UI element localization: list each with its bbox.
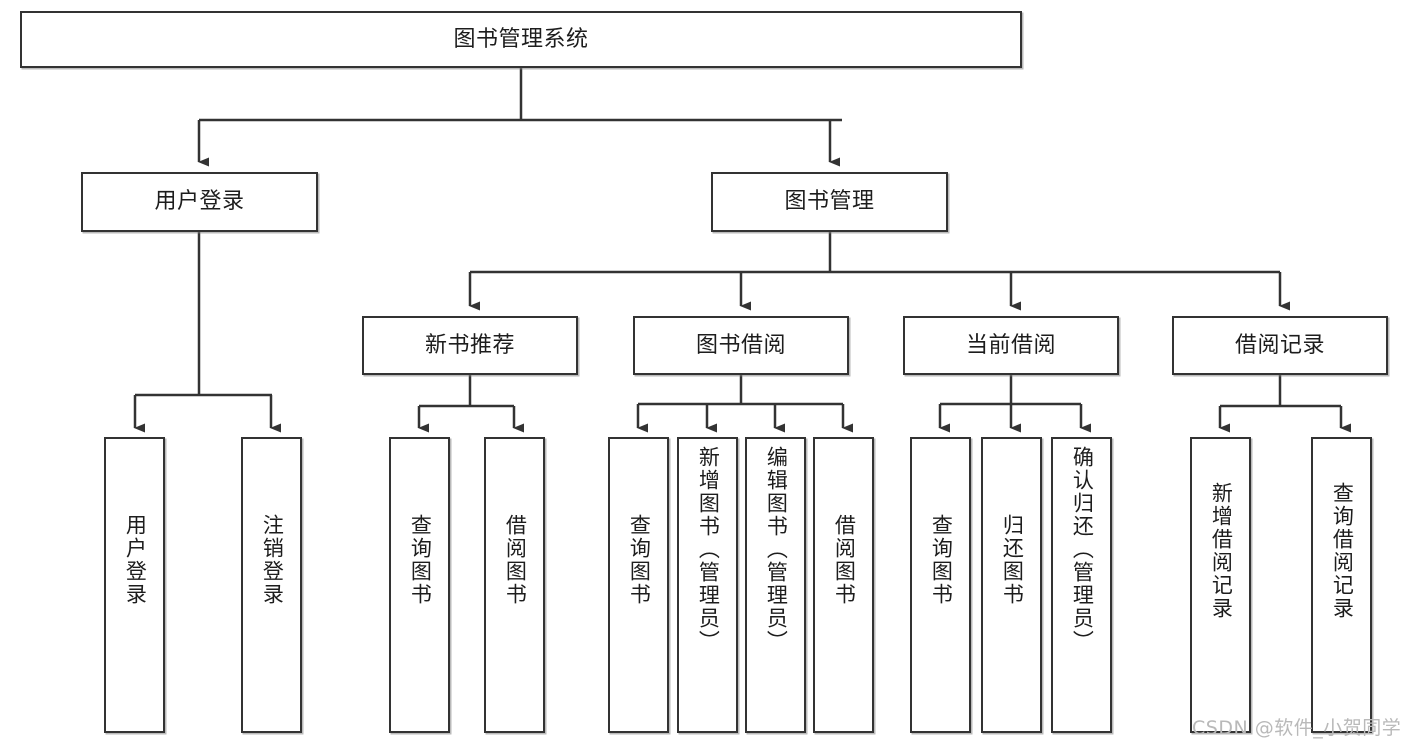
node-leaf-query-book-2[interactable]: 查询图书 <box>608 437 669 733</box>
node-leaf-edit-book-admin-label: 编辑图书（管理员） <box>764 446 789 653</box>
node-user-login-label: 用户登录 <box>154 189 245 215</box>
node-leaf-borrow-book-2-label: 借阅图书 <box>832 514 857 606</box>
node-leaf-query-book-3-label: 查询图书 <box>929 514 954 606</box>
node-leaf-add-borrow-record-label: 新增借阅记录 <box>1209 482 1234 620</box>
node-root[interactable]: 图书管理系统 <box>20 11 1022 68</box>
node-leaf-logout-login-label: 注销登录 <box>260 514 285 606</box>
node-book-manage[interactable]: 图书管理 <box>711 172 948 232</box>
node-leaf-query-borrow-record-label: 查询借阅记录 <box>1330 482 1355 620</box>
node-leaf-query-book-3[interactable]: 查询图书 <box>910 437 971 733</box>
node-leaf-confirm-return-admin-label: 确认归还（管理员） <box>1070 446 1095 653</box>
node-leaf-borrow-book-1-label: 借阅图书 <box>503 514 528 606</box>
node-book-borrow[interactable]: 图书借阅 <box>633 316 849 375</box>
node-leaf-return-book[interactable]: 归还图书 <box>981 437 1042 733</box>
node-leaf-borrow-book-2[interactable]: 借阅图书 <box>813 437 874 733</box>
node-leaf-user-login-label: 用户登录 <box>123 514 148 606</box>
node-leaf-user-login[interactable]: 用户登录 <box>104 437 165 733</box>
node-leaf-add-book-admin[interactable]: 新增图书（管理员） <box>677 437 738 733</box>
node-leaf-add-borrow-record[interactable]: 新增借阅记录 <box>1190 437 1251 733</box>
node-borrow-record-label: 借阅记录 <box>1234 332 1325 358</box>
node-leaf-query-book-2-label: 查询图书 <box>627 514 652 606</box>
node-borrow-record[interactable]: 借阅记录 <box>1172 316 1388 375</box>
node-new-book-rec-label: 新书推荐 <box>424 332 515 358</box>
node-new-book-rec[interactable]: 新书推荐 <box>362 316 578 375</box>
node-leaf-add-book-admin-label: 新增图书（管理员） <box>696 446 721 653</box>
node-leaf-edit-book-admin[interactable]: 编辑图书（管理员） <box>745 437 806 733</box>
node-book-manage-label: 图书管理 <box>784 189 875 215</box>
node-book-borrow-label: 图书借阅 <box>695 332 786 358</box>
node-root-label: 图书管理系统 <box>453 26 589 52</box>
node-leaf-query-borrow-record[interactable]: 查询借阅记录 <box>1311 437 1372 733</box>
node-leaf-query-book-1[interactable]: 查询图书 <box>389 437 450 733</box>
node-user-login[interactable]: 用户登录 <box>81 172 318 232</box>
node-leaf-borrow-book-1[interactable]: 借阅图书 <box>484 437 545 733</box>
node-leaf-return-book-label: 归还图书 <box>1000 514 1025 606</box>
node-leaf-confirm-return-admin[interactable]: 确认归还（管理员） <box>1051 437 1112 733</box>
node-leaf-query-book-1-label: 查询图书 <box>408 514 433 606</box>
csdn-watermark: CSDN @软件_小贺同学 <box>1192 717 1402 739</box>
node-current-borrow-label: 当前借阅 <box>965 332 1056 358</box>
node-leaf-logout-login[interactable]: 注销登录 <box>241 437 302 733</box>
node-current-borrow[interactable]: 当前借阅 <box>903 316 1119 375</box>
